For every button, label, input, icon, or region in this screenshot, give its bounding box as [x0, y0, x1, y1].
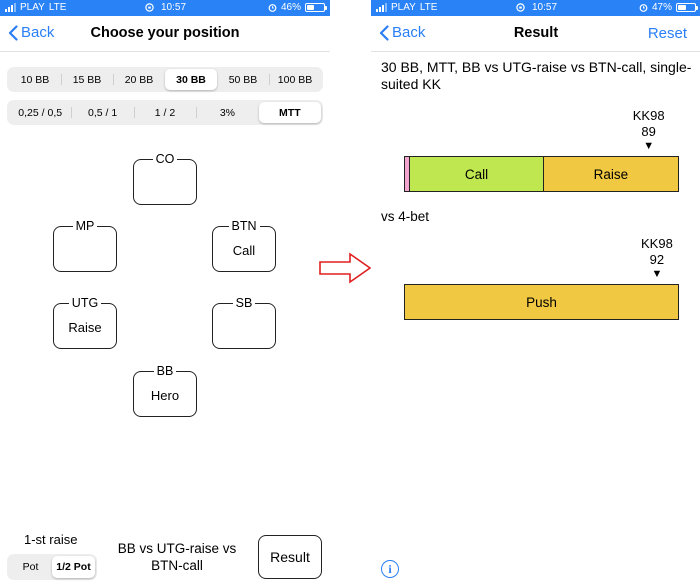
seat-co[interactable]: CO [133, 152, 197, 205]
carrier-label: PLAY [20, 2, 45, 13]
battery-percent: 46% [280, 2, 301, 13]
chevron-left-icon [8, 24, 18, 41]
format-option-1[interactable]: 0,5 / 1 [71, 102, 133, 123]
back-label: Back [21, 24, 55, 41]
vs-4bet-label: vs 4-bet [381, 209, 430, 224]
clock: 10:57 [160, 2, 187, 13]
battery-percent: 47% [651, 2, 672, 13]
format-option-4[interactable]: MTT [258, 102, 322, 123]
hand-marker: KK98 89 ▼ [633, 108, 665, 152]
hand-score: 92 [649, 252, 665, 267]
bar-segment-fold [405, 157, 410, 191]
stack-option-2[interactable]: 20 BB [113, 69, 165, 90]
battery-icon [305, 3, 327, 12]
clock: 10:57 [531, 2, 558, 13]
nav-bar: Back Result Reset [371, 16, 700, 52]
alarm-icon [268, 4, 277, 12]
seat-action: Call [232, 243, 256, 258]
result-button[interactable]: Result [258, 535, 322, 579]
marker-triangle-icon: ▼ [651, 268, 663, 280]
seat-action: Raise [68, 320, 102, 335]
bar-segment-raise: Raise [542, 157, 678, 191]
stack-option-0[interactable]: 10 BB [20, 73, 50, 86]
back-button[interactable]: Back [8, 24, 54, 41]
stack-option-5[interactable]: 100 BB [269, 69, 321, 90]
hand-label: KK98 [641, 236, 673, 251]
vs-4bet-frequency-bar: Push [404, 284, 679, 320]
bar-segment-push: Push [405, 285, 678, 319]
info-icon[interactable]: i [381, 560, 399, 578]
seat-utg[interactable]: UTG Raise [53, 296, 117, 349]
carrier-label: PLAY [391, 2, 416, 13]
format-option-2[interactable]: 1 / 2 [133, 102, 196, 123]
result-screen: PLAY LTE 10:57 47% Back Result Reset 30 … [371, 0, 700, 587]
pot-option-1[interactable]: 1/2 Pot [52, 556, 95, 578]
format-option-3[interactable]: 3% [196, 102, 258, 123]
alarm-icon [639, 4, 648, 12]
format-option-0[interactable]: 0,25 / 0,5 [18, 106, 63, 119]
network-label: LTE [419, 2, 438, 13]
choose-position-screen: PLAY LTE 10:57 46% Back Choose your posi… [0, 0, 330, 587]
seat-name: MP [72, 219, 98, 233]
scenario-text: BB vs UTG-raise vs BTN-call [117, 541, 237, 573]
seat-name: BB [153, 364, 177, 378]
network-label: LTE [48, 2, 67, 13]
battery-icon [676, 3, 698, 12]
seat-name: SB [232, 296, 256, 310]
seat-name: BTN [228, 219, 260, 233]
seat-bb[interactable]: BB Hero [133, 364, 197, 417]
nav-bar: Back Choose your position [0, 16, 330, 52]
bar-segment-call: Call [409, 157, 543, 191]
back-label: Back [392, 24, 426, 41]
pot-option-0[interactable]: Pot [22, 561, 39, 573]
seat-btn[interactable]: BTN Call [212, 219, 276, 272]
signal-icon [5, 3, 16, 12]
orientation-lock-icon [516, 3, 525, 12]
hand-marker: KK98 92 ▼ [641, 236, 673, 280]
seat-name: CO [152, 152, 178, 166]
hand-score: 89 [641, 124, 656, 139]
arrow-right-icon [319, 252, 372, 284]
seat-sb[interactable]: SB [212, 296, 276, 349]
seat-mp[interactable]: MP [53, 219, 117, 272]
status-bar: PLAY LTE 10:57 47% [371, 0, 700, 16]
marker-triangle-icon: ▼ [643, 140, 655, 152]
signal-icon [376, 3, 387, 12]
stack-option-4[interactable]: 50 BB [228, 73, 258, 86]
orientation-lock-icon [145, 3, 154, 12]
seat-name: UTG [68, 296, 102, 310]
reset-button[interactable]: Reset [647, 25, 687, 42]
back-button[interactable]: Back [379, 24, 425, 41]
stack-option-3[interactable]: 30 BB [165, 69, 217, 90]
stack-option-1[interactable]: 15 BB [61, 69, 113, 90]
hand-label: KK98 [632, 108, 665, 123]
result-description: 30 BB, MTT, BB vs UTG-raise vs BTN-call,… [381, 59, 692, 92]
raise-size-selector: Pot 1/2 Pot [7, 554, 97, 580]
first-raise-label: 1-st raise [24, 532, 78, 547]
chevron-left-icon [379, 24, 389, 41]
status-bar: PLAY LTE 10:57 46% [0, 0, 330, 16]
seat-action: Hero [150, 388, 180, 403]
